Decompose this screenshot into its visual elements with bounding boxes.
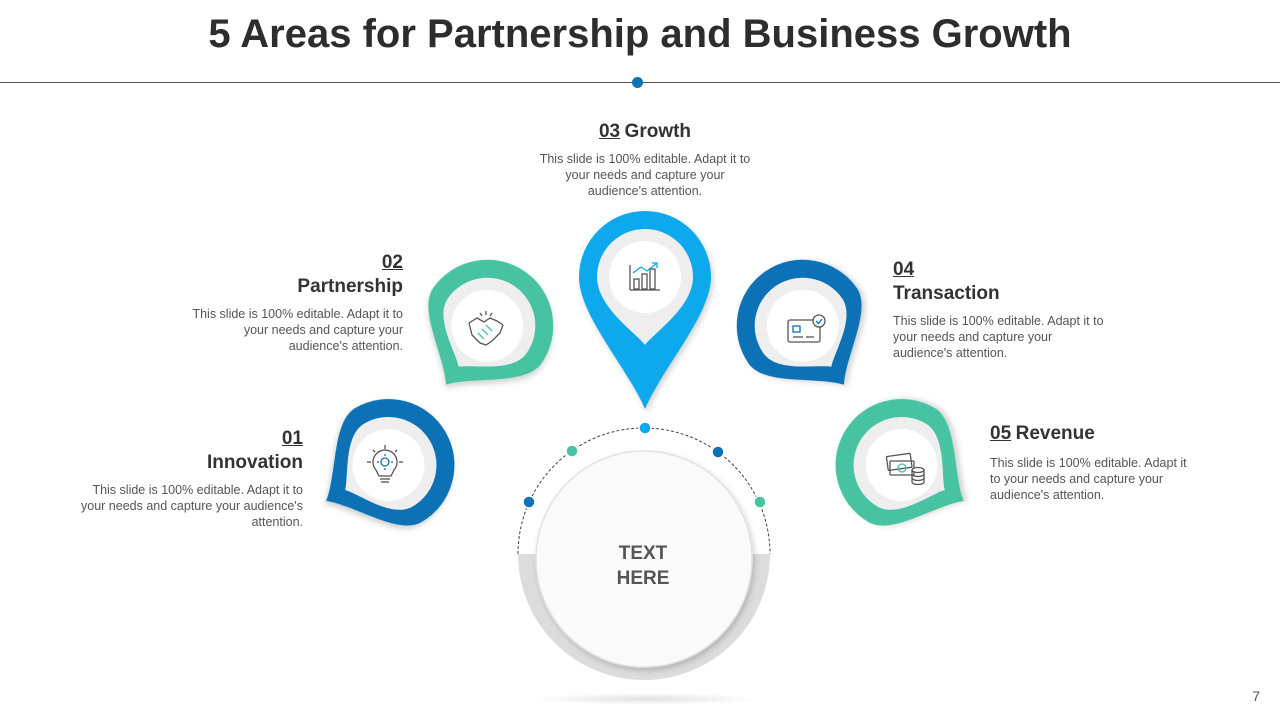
item-description: This slide is 100% editable. Adapt it to… [81,483,303,529]
growth-chart-icon [629,262,660,291]
item-partnership: 02 Partnership This slide is 100% editab… [190,252,403,354]
page-number: 7 [1252,688,1260,704]
item-number: 02 [381,252,403,273]
handshake-icon [468,311,504,346]
pin-innovation [326,399,455,526]
credit-card-icon [787,314,826,343]
floor-shadow [530,693,760,705]
item-number: 05 [990,423,1012,444]
ring-dot-4 [711,445,725,459]
pin-transaction [736,259,862,385]
center-ring [517,427,771,680]
ring-dot-2 [565,444,579,458]
item-description: This slide is 100% editable. Adapt it to… [990,456,1187,502]
item-description: This slide is 100% editable. Adapt it to… [893,314,1104,360]
item-revenue: 05 Revenue This slide is 100% editable. … [990,423,1195,503]
ring-dot-5 [753,495,767,509]
center-text: TEXT HERE [616,543,670,589]
item-title: Transaction [893,283,1000,304]
item-number: 04 [893,259,915,280]
item-description: This slide is 100% editable. Adapt it to… [192,307,403,353]
pin-revenue [835,399,964,526]
item-description: This slide is 100% editable. Adapt it to… [539,152,751,198]
item-title: Innovation [206,452,303,473]
divider-dot [632,77,643,88]
item-innovation: 01 Innovation This slide is 100% editabl… [80,428,303,530]
item-transaction: 04 Transaction This slide is 100% editab… [893,259,1108,361]
ring-dot-3 [638,421,652,435]
item-title: Partnership [297,276,403,297]
item-title: Growth [624,121,692,142]
item-growth: 03 Growth This slide is 100% editable. A… [535,121,755,199]
lightbulb-gear-icon [367,445,403,483]
money-coins-icon [885,452,925,486]
pin-partnership [428,259,554,385]
item-number: 03 [598,121,621,142]
item-title: Revenue [1015,423,1095,444]
ring-dot-1 [522,495,536,509]
item-number: 01 [281,428,303,449]
slide-title: 5 Areas for Partnership and Business Gro… [208,12,1072,56]
pin-growth [579,211,711,409]
